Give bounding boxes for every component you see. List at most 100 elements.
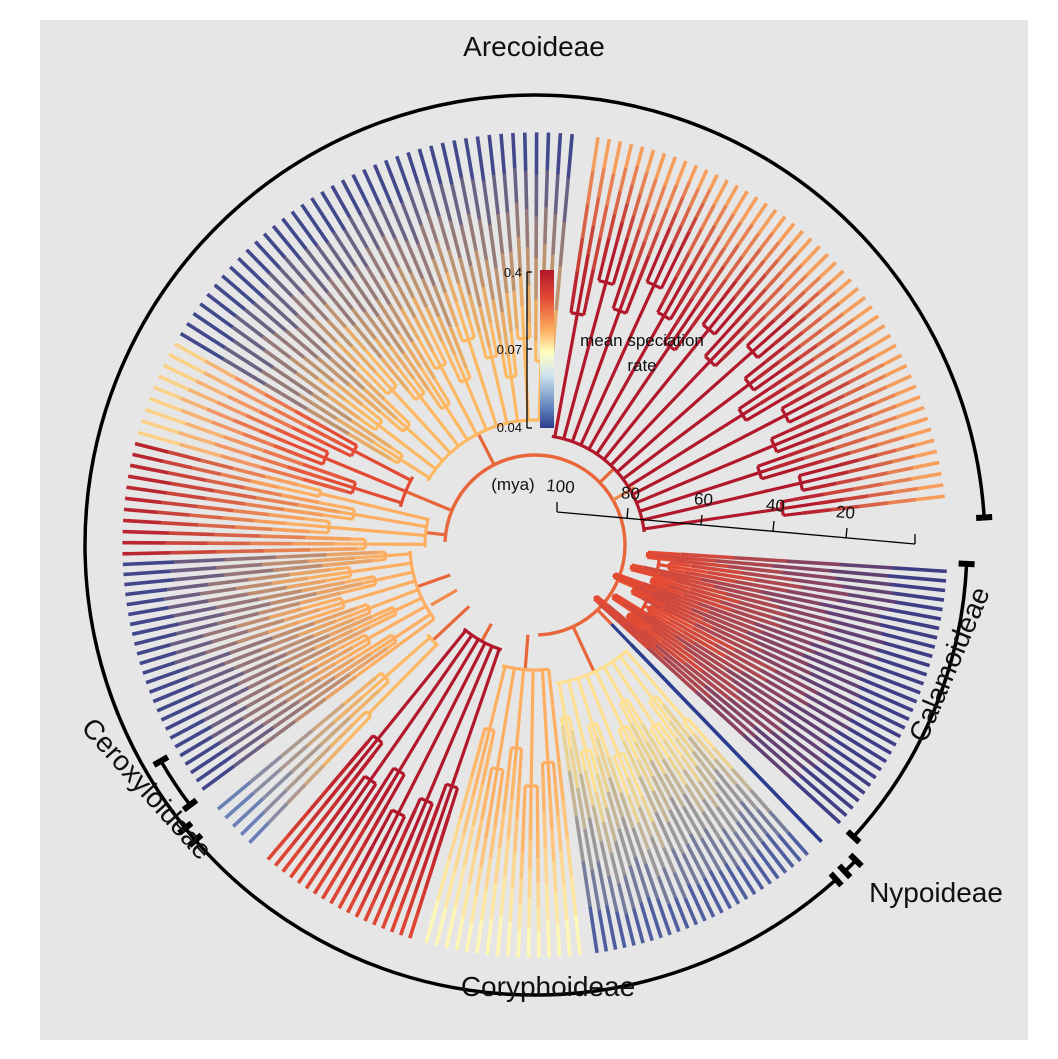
tree-branch [204, 496, 245, 506]
tree-branch [488, 825, 497, 859]
tree-branch [881, 477, 913, 486]
tree-branch [858, 324, 886, 343]
tree-branch [888, 607, 942, 621]
tree-branch [690, 301, 711, 328]
tree-branch [504, 292, 514, 333]
tree-branch [890, 582, 946, 593]
tree-branch [169, 634, 204, 647]
tree-branch [817, 280, 833, 295]
tree-branch [663, 773, 686, 808]
tree-branch [557, 682, 567, 718]
tree-branch [291, 425, 326, 445]
tree-branch [340, 714, 373, 748]
tree-branch [219, 454, 263, 470]
tree-branch [633, 741, 655, 778]
tree-branch [612, 756, 630, 796]
tree-branch [631, 563, 644, 569]
tree-branch [351, 637, 369, 649]
tree-branch [836, 576, 892, 587]
tree-branch [362, 824, 377, 847]
tree-branch [728, 320, 750, 343]
tree-branch [426, 633, 440, 648]
tree-branch [751, 856, 772, 885]
tree-branch [325, 550, 378, 557]
tree-branch [813, 389, 833, 403]
tree-branch [179, 408, 213, 424]
tree-branch [800, 245, 821, 267]
tree-branch [621, 740, 642, 779]
tree-branch [764, 345, 786, 363]
tree-branch [756, 454, 788, 468]
tree-branch [335, 607, 370, 623]
tree-branch [361, 403, 384, 423]
tree-branch [777, 222, 796, 244]
tree-branch [148, 396, 182, 412]
tree-branch [618, 702, 633, 725]
tree-branch [750, 202, 768, 226]
tree-branch [895, 443, 916, 452]
tree-branch [610, 660, 657, 727]
tree-branch [485, 918, 494, 956]
tree-branch [262, 719, 296, 746]
tree-branch [233, 726, 275, 756]
tree-branch [300, 580, 345, 593]
tree-branch [324, 456, 407, 493]
tree-branch [661, 866, 678, 899]
tree-branch [673, 896, 690, 929]
tree-branch [325, 574, 351, 583]
tree-branch [353, 752, 376, 779]
tree-branch [323, 477, 355, 490]
tree-branch [310, 392, 353, 423]
tree-branch [782, 501, 819, 511]
tree-branch [801, 316, 823, 334]
tree-branch [555, 648, 629, 685]
tree-branch [813, 434, 843, 449]
tree-branch [584, 268, 596, 302]
tree-branch [629, 643, 671, 686]
tree-branch [162, 363, 197, 383]
tree-branch [643, 507, 783, 531]
tree-branch [661, 227, 672, 245]
tree-branch [721, 335, 746, 360]
tree-branch [802, 653, 862, 681]
tree-branch [633, 586, 652, 598]
tree-branch [667, 562, 672, 570]
tree-branch [424, 645, 494, 802]
tree-branch [579, 751, 587, 771]
tree-branch [799, 328, 824, 348]
tree-branch [818, 290, 837, 307]
tree-branch [629, 722, 653, 762]
tree-branch [633, 856, 651, 899]
tree-branch [809, 378, 834, 394]
tree-branch [210, 717, 244, 739]
tree-branch [849, 443, 879, 455]
tree-branch [505, 921, 512, 957]
tree-branch [197, 523, 236, 529]
tree-branch [246, 618, 285, 634]
tree-branch [661, 758, 686, 796]
tree-branch [123, 507, 158, 515]
tree-branch [646, 231, 660, 257]
tree-branch [703, 827, 728, 866]
tree-branch [751, 324, 783, 353]
tree-branch [661, 846, 677, 875]
tree-branch [763, 258, 780, 277]
tree-branch [668, 809, 690, 846]
tree-branch [396, 265, 415, 299]
tree-branch [325, 240, 355, 281]
tree-branch [628, 865, 643, 905]
tree-branch [516, 930, 522, 958]
tree-branch [624, 279, 641, 314]
tree-branch [826, 743, 877, 780]
tree-branch [233, 375, 267, 397]
tree-branch [540, 669, 550, 763]
tree-branch [142, 661, 176, 675]
tree-branch [145, 666, 190, 685]
tree-branch [328, 525, 426, 538]
tree-branch [427, 389, 444, 410]
tree-branch [733, 555, 788, 563]
arecoideae-bracket-end [975, 514, 993, 522]
tree-branch [152, 683, 195, 704]
tree-branch [223, 601, 271, 616]
tree-branch [857, 712, 902, 739]
